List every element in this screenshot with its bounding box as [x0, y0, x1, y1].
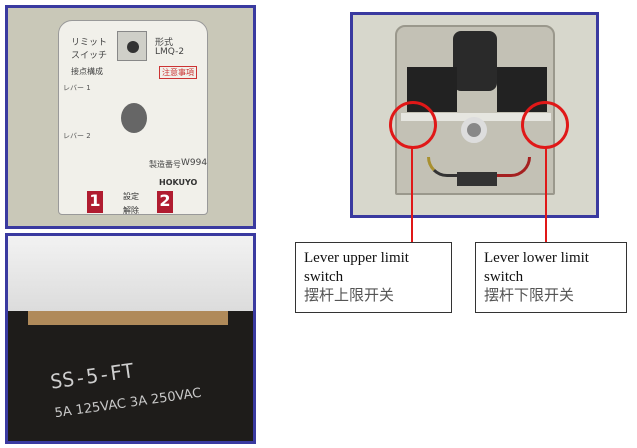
plate-title: リミット スイッチ: [71, 38, 108, 61]
callout-line-upper: [411, 147, 413, 243]
switch-actuator: [8, 236, 253, 311]
set-number-2: 2: [157, 191, 173, 213]
lever2-label: レバー 2: [63, 132, 91, 140]
switch-nameplate: リミット スイッチ 形式 LMQ-2 接点構成 注意事項 レバー 1 レバー 2…: [58, 20, 208, 215]
set-label: 設定: [123, 192, 139, 201]
model-label: 形式: [155, 38, 174, 48]
notice-label: 注意事項: [159, 66, 197, 79]
callout-en: Lever upper limit switch: [304, 250, 409, 285]
micro-switch-photo: SS-5-FT 5A 125VAC 3A 250VAC: [5, 233, 256, 444]
adjust-knob: [117, 31, 147, 61]
switch-model: SS-5-FT: [48, 358, 136, 394]
shaft-hole: [121, 103, 147, 133]
cam-block: [453, 31, 497, 91]
set-number-1: 1: [87, 191, 103, 213]
callout-upper-limit-switch: Lever upper limit switch 摆杆上限开关: [295, 242, 452, 313]
model: LMQ-2: [155, 47, 185, 57]
contacts-label: 接点構成: [71, 67, 103, 76]
callout-cn: 摆杆下限开关: [484, 288, 575, 304]
callout-en: Lever lower limit switch: [484, 250, 589, 285]
callout-lower-limit-switch: Lever lower limit switch 摆杆下限开关: [475, 242, 627, 313]
maker-logo: HOKUYO: [159, 178, 198, 187]
serial-label: 製造番号: [149, 160, 181, 169]
serial: W994: [181, 158, 208, 168]
callout-cn: 摆杆上限开关: [304, 288, 395, 304]
lever1-label: レバー 1: [63, 84, 91, 92]
upper-limit-switch-highlight: [389, 101, 437, 149]
lower-limit-switch-highlight: [521, 101, 569, 149]
callout-line-lower: [545, 147, 547, 243]
limit-switch-cover-photo: リミット スイッチ 形式 LMQ-2 接点構成 注意事項 レバー 1 レバー 2…: [5, 5, 256, 229]
switch-rating: 5A 125VAC 3A 250VAC: [53, 385, 203, 422]
release-label: 解除: [123, 206, 139, 215]
